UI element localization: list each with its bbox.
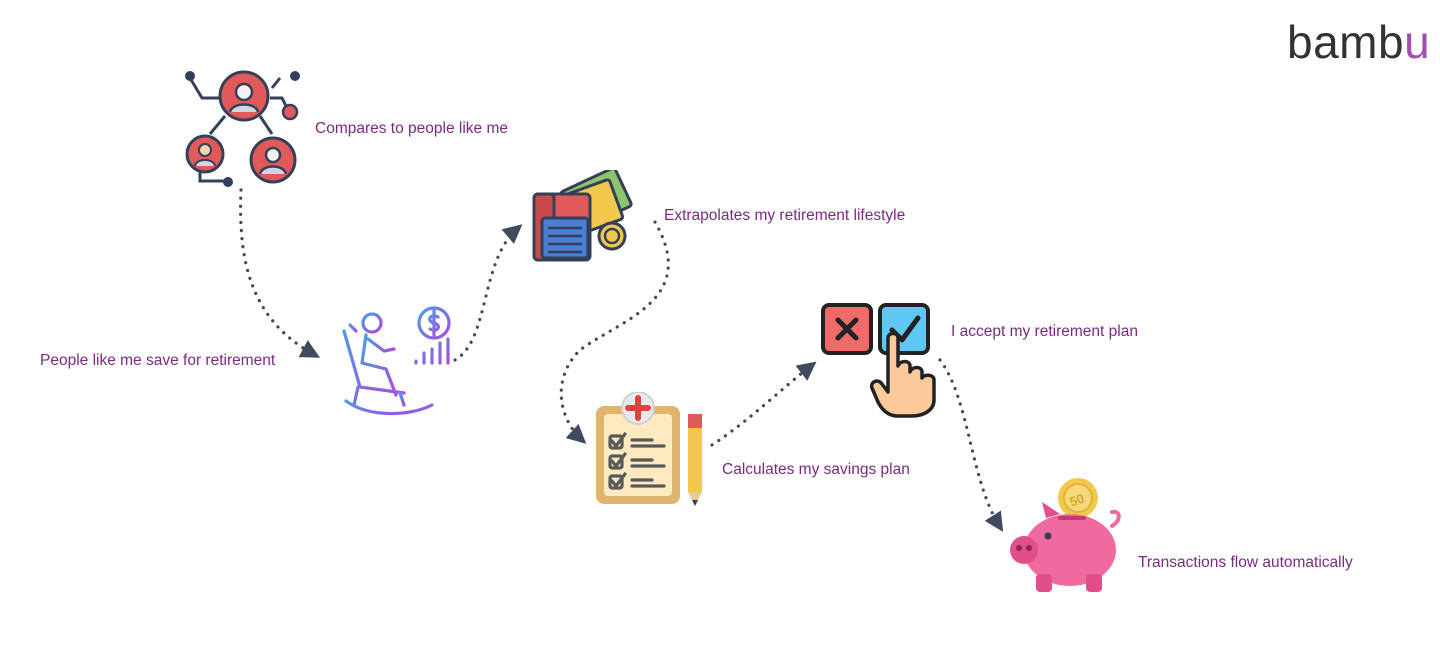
step-2-label: People like me save for retirement (40, 352, 276, 369)
step-5-label: I accept my retirement plan (951, 323, 1138, 340)
accept-checkbox-icon (820, 302, 938, 420)
clipboard-checklist-icon (592, 392, 710, 508)
connector-1-2 (239, 188, 321, 358)
connector-4-5 (710, 361, 817, 447)
people-network-icon (180, 66, 305, 191)
wallet-money-icon (528, 170, 636, 265)
piggy-bank-icon: 50 (1006, 476, 1124, 596)
step-1-label: Compares to people like me (315, 120, 508, 137)
connector-2-3 (453, 224, 523, 362)
step-3-label: Extrapolates my retirement lifestyle (664, 207, 906, 224)
svg-text:50: 50 (1067, 490, 1086, 509)
step-4-label: Calculates my savings plan (722, 461, 910, 478)
step-6-label: Transactions flow automatically (1138, 554, 1353, 571)
connector-5-6 (938, 358, 1004, 532)
rocking-chair-savings-icon (338, 305, 458, 420)
connector-3-4 (559, 220, 670, 444)
bambu-logo: bambu (1287, 14, 1430, 70)
logo-accent-text: u (1404, 16, 1431, 68)
logo-main-text: bamb (1287, 16, 1405, 68)
